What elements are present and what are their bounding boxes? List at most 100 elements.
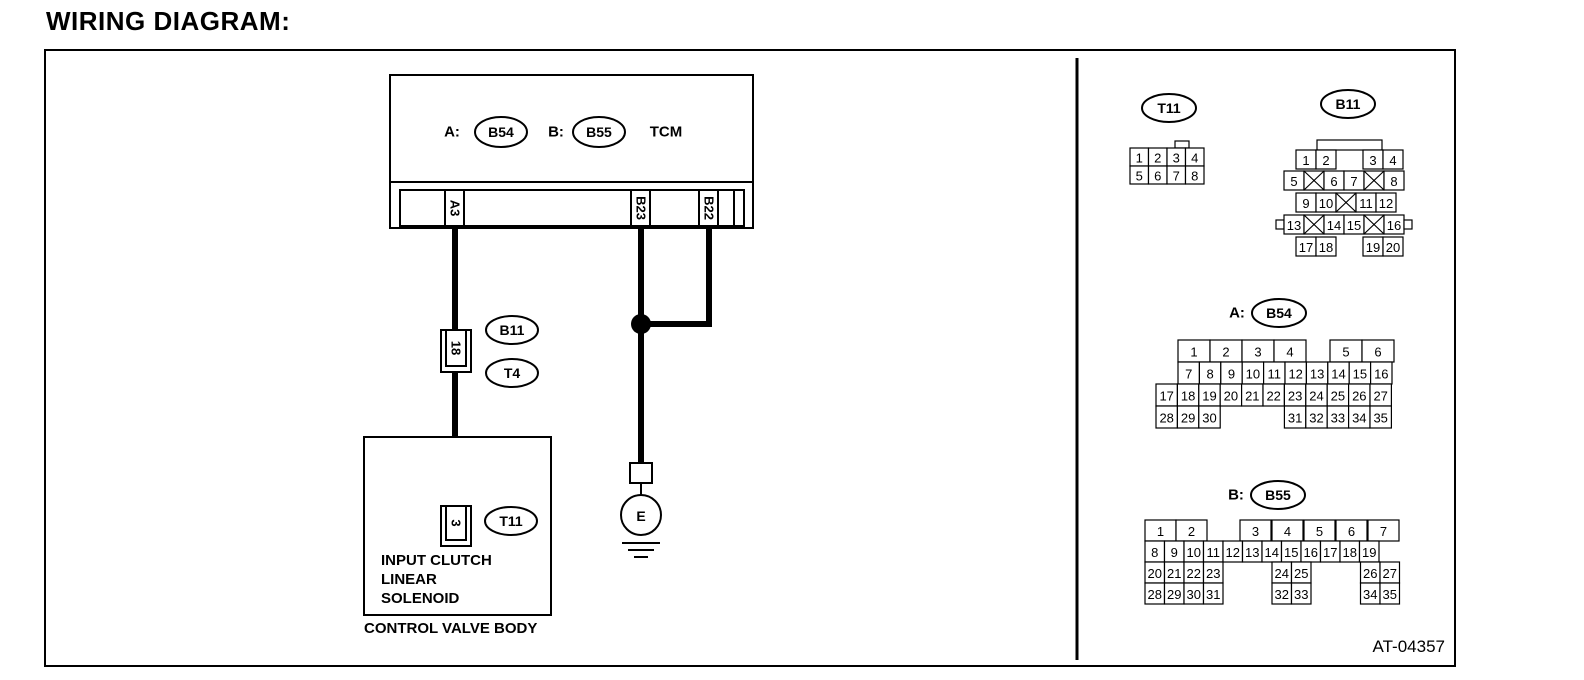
b11-cell (1383, 170, 1405, 191)
b55-pin-12: 12 (1226, 545, 1240, 560)
b54-pin-28: 28 (1159, 411, 1173, 426)
b11-pin-20: 20 (1386, 240, 1400, 255)
b55-pin-28: 28 (1148, 587, 1162, 602)
b11-cell (1382, 236, 1404, 257)
b55-pin-6: 6 (1348, 524, 1355, 539)
t11-pin-2: 2 (1154, 151, 1161, 166)
control-valve-body-label: CONTROL VALVE BODY (364, 620, 537, 637)
b11-pin-19: 19 (1366, 240, 1380, 255)
b55-pin-2: 2 (1188, 524, 1195, 539)
b55-pin-32: 32 (1275, 587, 1289, 602)
b55-tag: B55 (1265, 487, 1291, 503)
b11-pin-5: 5 (1290, 174, 1297, 189)
b54-pin-27: 27 (1373, 389, 1387, 404)
b54-pin-15: 15 (1353, 367, 1367, 382)
b54-pin-35: 35 (1373, 411, 1387, 426)
b54-tag: B54 (1266, 305, 1292, 321)
b55-pin-22: 22 (1187, 566, 1201, 581)
b11-pin-4: 4 (1389, 153, 1396, 168)
b55-pin-34: 34 (1363, 587, 1377, 602)
b55-pin-5: 5 (1316, 524, 1323, 539)
b54-pin-30: 30 (1202, 411, 1216, 426)
blank-cross (1363, 170, 1385, 191)
solenoid-name-line3: SOLENOID (381, 590, 460, 607)
b55-cell (1367, 519, 1400, 542)
b54-pin-25: 25 (1331, 389, 1345, 404)
joint-pin: 18 (449, 341, 464, 355)
t11-pin-1: 1 (1136, 151, 1143, 166)
b55-pin-20: 20 (1148, 566, 1162, 581)
b55-pin-24: 24 (1275, 566, 1289, 581)
tcm-label: TCM (650, 124, 683, 141)
b11-pin-10: 10 (1319, 196, 1333, 211)
b11-pin-6: 6 (1330, 174, 1337, 189)
b54-pin-32: 32 (1309, 411, 1323, 426)
b55-pin-35: 35 (1383, 587, 1397, 602)
solenoid-pin: 3 (449, 519, 464, 526)
b54-pin-31: 31 (1288, 411, 1302, 426)
b11-pin-12: 12 (1379, 196, 1393, 211)
joint-tag2-ellipse (485, 358, 539, 388)
b54-cell (1198, 405, 1221, 429)
b11-cell (1315, 236, 1337, 257)
tcm-connector-b-label: B55 (586, 124, 612, 140)
b55-pin-9: 9 (1171, 545, 1178, 560)
b54-pin-21: 21 (1245, 389, 1259, 404)
b55-pin-1: 1 (1157, 524, 1164, 539)
b54-pin-8: 8 (1206, 367, 1213, 382)
tcm-connector-a-tag (474, 116, 528, 148)
b55-pin-26: 26 (1363, 566, 1377, 581)
b55-pin-15: 15 (1284, 545, 1298, 560)
b54-pin-20: 20 (1224, 389, 1238, 404)
b11-pin-1: 1 (1302, 153, 1309, 168)
b55-pin-14: 14 (1265, 545, 1279, 560)
b55-pin-30: 30 (1187, 587, 1201, 602)
control-valve-body: 3 T11 INPUT CLUTCH LINEAR SOLENOID CONTR… (363, 436, 552, 637)
b11-lock-left (1275, 219, 1285, 230)
joint-connector: 18 B11 T4 (440, 315, 539, 388)
b54-pin-13: 13 (1310, 367, 1324, 382)
t11-pin-6: 6 (1154, 169, 1161, 184)
b55-pin-33: 33 (1294, 587, 1308, 602)
b54-pin-11: 11 (1268, 367, 1282, 382)
b54-pin-26: 26 (1352, 389, 1366, 404)
b55-pin-13: 13 (1245, 545, 1259, 560)
b55-pin-23: 23 (1206, 566, 1220, 581)
blank-cross (1303, 214, 1325, 235)
b11-latch (1316, 139, 1383, 151)
b54-pin-23: 23 (1288, 389, 1302, 404)
wire-junction (631, 314, 651, 334)
b54-pin-16: 16 (1374, 367, 1388, 382)
b54-tag-ellipse (1251, 298, 1307, 328)
b54-pin-6: 6 (1374, 345, 1381, 360)
tcm-pin-b22: B22 (702, 196, 717, 220)
b55-pin-11: 11 (1207, 545, 1221, 560)
tcm-unit: A: B54 B: B55 TCM A3 B23 B22 (389, 74, 754, 229)
t11-pin-8: 8 (1191, 169, 1198, 184)
tcm-connector-b-tag (572, 116, 626, 148)
b55-pin-29: 29 (1167, 587, 1181, 602)
b55-pin-3: 3 (1252, 524, 1259, 539)
b11-pin-8: 8 (1390, 174, 1397, 189)
b54-pin-22: 22 (1266, 389, 1280, 404)
solenoid-name-line1: INPUT CLUTCH (381, 552, 492, 569)
b55-pin-16: 16 (1304, 545, 1318, 560)
b54-pin-34: 34 (1352, 411, 1366, 426)
joint-tag1: B11 (500, 322, 525, 338)
t11-pin-3: 3 (1173, 151, 1180, 166)
t11-latch (1174, 140, 1190, 149)
b55-pin-18: 18 (1343, 545, 1357, 560)
b54-pin-5: 5 (1342, 345, 1349, 360)
b11-pin-7: 7 (1350, 174, 1357, 189)
b55-pin-10: 10 (1187, 545, 1201, 560)
b11-pin-2: 2 (1322, 153, 1329, 168)
b55-pin-21: 21 (1167, 566, 1181, 581)
b11-pin-9: 9 (1302, 196, 1309, 211)
t11-cell (1184, 165, 1205, 185)
t11-pin-7: 7 (1173, 169, 1180, 184)
b11-tag: B11 (1336, 96, 1361, 112)
b55-cell (1290, 582, 1312, 605)
b54-pin-19: 19 (1202, 389, 1216, 404)
